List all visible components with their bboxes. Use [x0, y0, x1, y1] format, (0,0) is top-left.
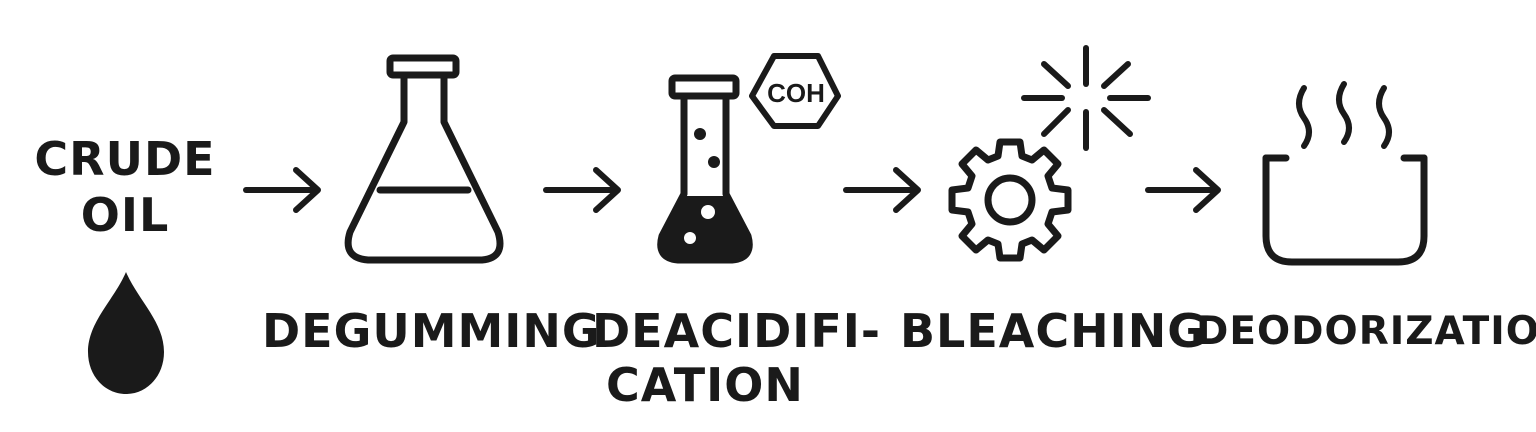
arrow-right-icon [1145, 167, 1221, 213]
arrow-right-icon [843, 167, 921, 213]
gear-icon [948, 138, 1072, 262]
flask-with-bubbles-icon [657, 74, 753, 264]
coh-badge: COH [749, 53, 841, 129]
erlenmeyer-flask-icon [344, 54, 504, 264]
deacidification-label-line2: CATION [606, 358, 804, 412]
degumming-label: DEGUMMING [262, 304, 601, 358]
arrow-right-icon [543, 167, 621, 213]
deodorization-label: DEODORIZATION [1196, 309, 1536, 354]
sparkle-burst-icon [1021, 45, 1151, 151]
crude-oil-label-line2: OIL [80, 188, 170, 242]
crude-oil-label-line1: CRUDE [34, 132, 216, 186]
deacidification-label-line1: DEACIDIFI- [592, 304, 882, 358]
bleaching-label: BLEACHING [900, 304, 1207, 358]
arrow-right-icon [243, 167, 321, 213]
oil-drop-icon [88, 272, 164, 394]
coh-badge-text: COH [767, 78, 825, 108]
steaming-vessel-icon [1262, 81, 1428, 266]
